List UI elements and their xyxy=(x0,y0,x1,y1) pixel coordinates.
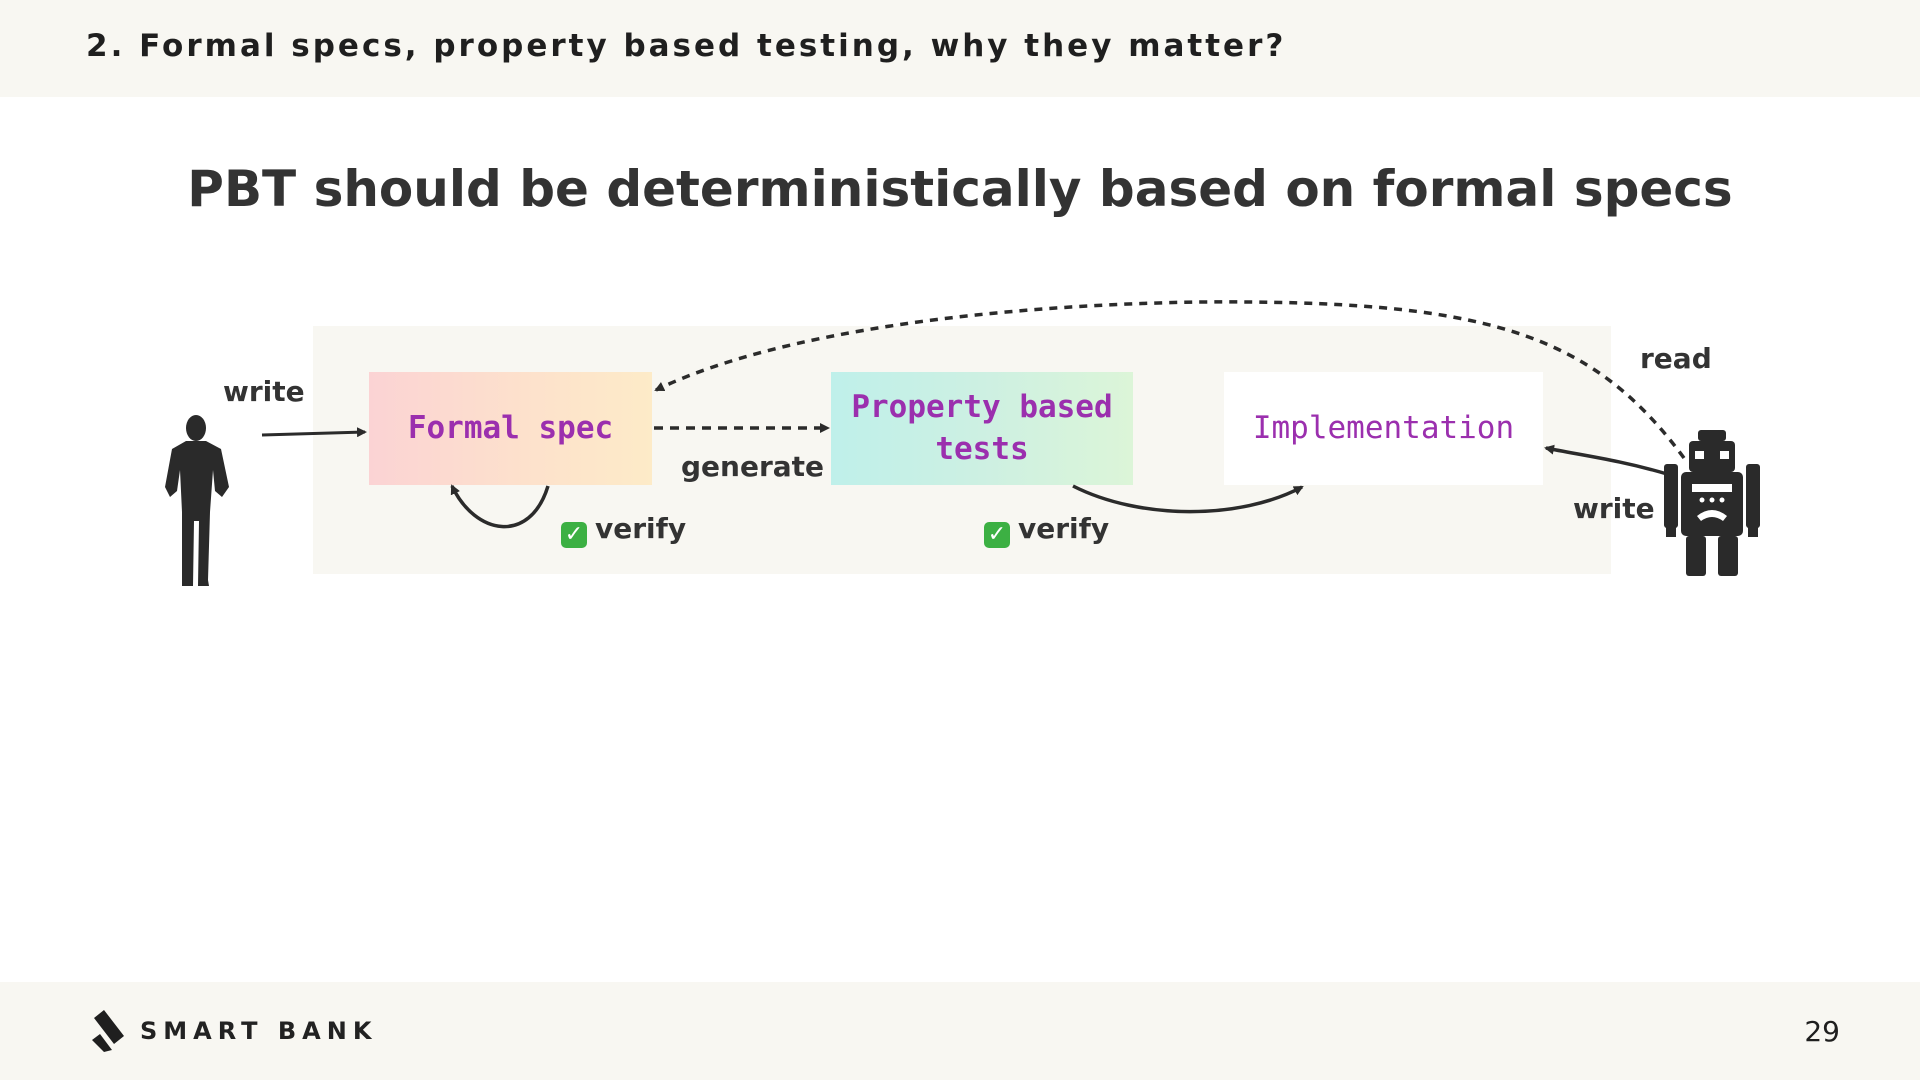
robot-write-arrow xyxy=(1544,444,1668,476)
check-mark-icon: ✓ xyxy=(984,522,1010,548)
page-number: 29 xyxy=(1804,1015,1840,1048)
spec-verify-label: ✓ verify xyxy=(561,512,686,548)
implementation-box: Implementation xyxy=(1224,372,1543,485)
section-title: 2. Formal specs, property based testing,… xyxy=(86,28,1287,64)
tests-verify-text: verify xyxy=(1018,512,1110,545)
formal-spec-label: Formal spec xyxy=(407,409,614,446)
spec-verify-text: verify xyxy=(595,512,687,545)
property-based-tests-box: Property based tests xyxy=(831,372,1133,485)
footer-bar xyxy=(0,982,1920,1080)
tests-verify-arrow xyxy=(1072,484,1304,514)
robot-icon xyxy=(1664,430,1760,576)
robot-write-label: write xyxy=(1573,492,1655,525)
spec-verify-arrow xyxy=(450,484,550,529)
tests-verify-label: ✓ verify xyxy=(984,512,1109,548)
robot-read-label: read xyxy=(1640,342,1712,375)
implementation-label: Implementation xyxy=(1252,409,1515,446)
slide-title: PBT should be deterministically based on… xyxy=(187,160,1733,218)
property-tests-label-line1: Property based xyxy=(851,388,1113,425)
check-mark-icon: ✓ xyxy=(561,522,587,548)
human-write-label: write xyxy=(223,375,305,408)
robot-read-arrow xyxy=(654,300,1686,460)
human-write-arrow xyxy=(261,427,367,438)
person-silhouette-icon xyxy=(165,415,229,586)
property-tests-label-line2: tests xyxy=(935,430,1029,467)
header-bar: 2. Formal specs, property based testing,… xyxy=(0,0,1920,97)
formal-spec-box: Formal spec xyxy=(369,372,652,485)
generate-label: generate xyxy=(681,450,825,483)
brand-name: SMART BANK xyxy=(140,1017,378,1045)
smart-bank-logo-icon xyxy=(92,1010,124,1052)
